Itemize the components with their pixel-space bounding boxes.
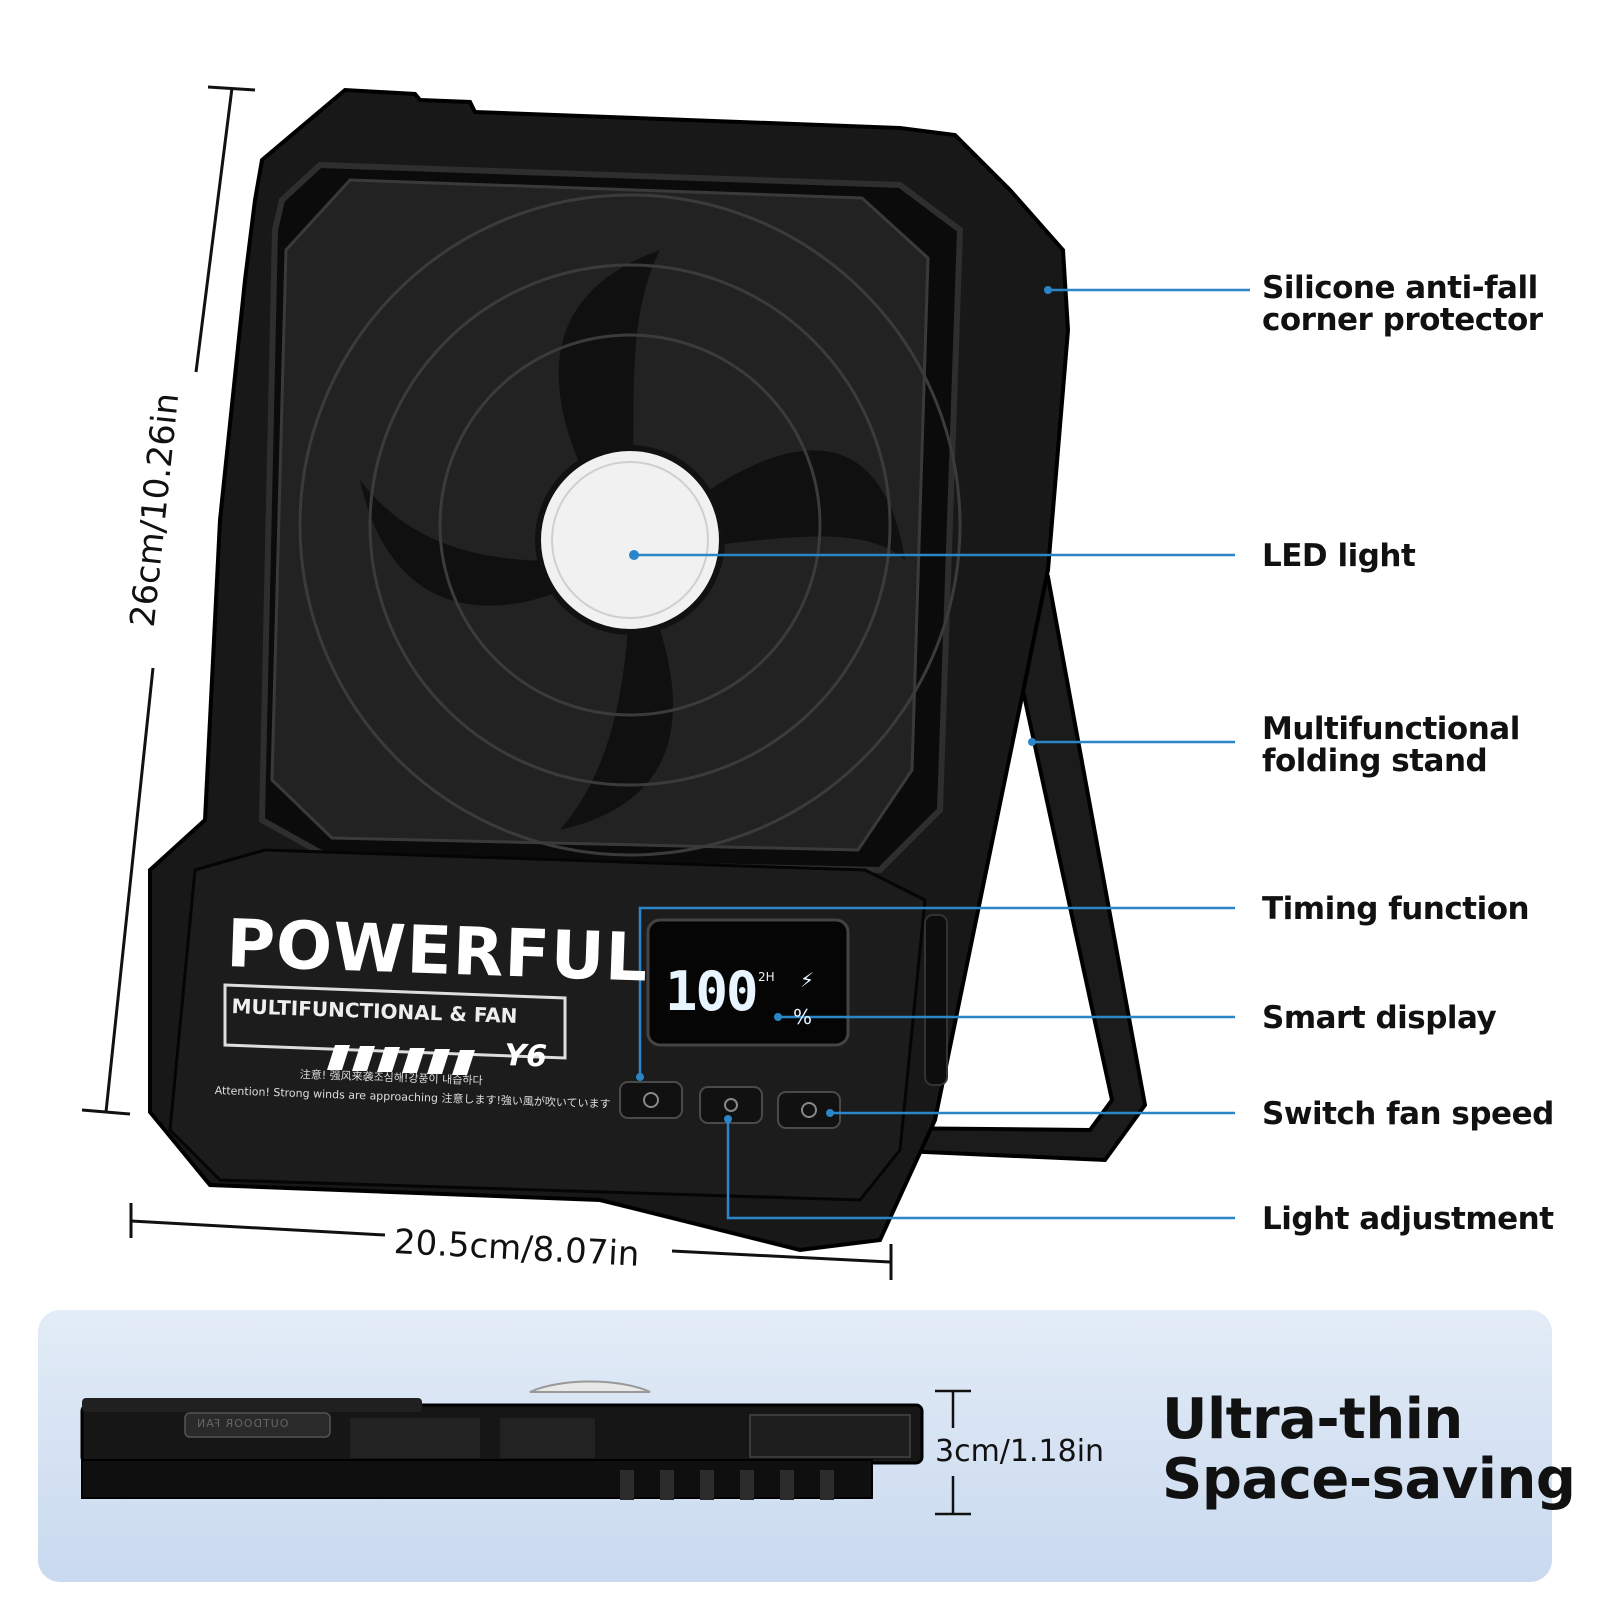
thickness-dimension-label: 3cm/1.18in (935, 1434, 1105, 1469)
fan-speed-button (777, 1091, 841, 1129)
callout-corner-protector-line-1: Silicone anti-fall (1262, 270, 1538, 306)
callout-light-adjustment: Light adjustment (1262, 1201, 1554, 1237)
callout-corner-protector-line-2: corner protector (1262, 302, 1543, 338)
callout-fan-speed: Switch fan speed (1262, 1096, 1554, 1132)
fan-body (148, 87, 1071, 1253)
side-profile-fan (80, 1380, 924, 1500)
callout-timing-function: Timing function (1262, 891, 1530, 927)
thickness-dimension-line (935, 1389, 971, 1516)
callout-folding-stand-line-2: folding stand (1262, 743, 1488, 779)
display-unit: % (793, 1005, 813, 1029)
display-timer: 2H (758, 970, 775, 984)
callout-folding-stand: Multifunctional folding stand (1262, 713, 1520, 777)
callout-folding-stand-line-1: Multifunctional (1262, 711, 1520, 747)
callout-led-light: LED light (1262, 538, 1416, 574)
brand-logo: POWERFUL (225, 905, 650, 997)
charging-icon: ⚡ (800, 968, 815, 992)
callout-corner-protector: Silicone anti-fall corner protector (1262, 272, 1543, 336)
light-button (699, 1086, 763, 1124)
tagline-line-2: Space-saving (1162, 1447, 1576, 1512)
callout-lines (629, 286, 1250, 1220)
tagline-line-1: Ultra-thin (1162, 1387, 1463, 1452)
callout-smart-display: Smart display (1262, 1000, 1497, 1036)
side-engraving: OUTDOOR FAN (196, 1417, 289, 1430)
smart-display-screen (646, 918, 850, 1047)
display-value: 100 (665, 960, 759, 1023)
width-dimension-line (129, 1203, 893, 1280)
height-dimension-line (81, 85, 256, 1116)
model-label: Y6 (503, 1038, 548, 1075)
timer-button (619, 1081, 683, 1119)
